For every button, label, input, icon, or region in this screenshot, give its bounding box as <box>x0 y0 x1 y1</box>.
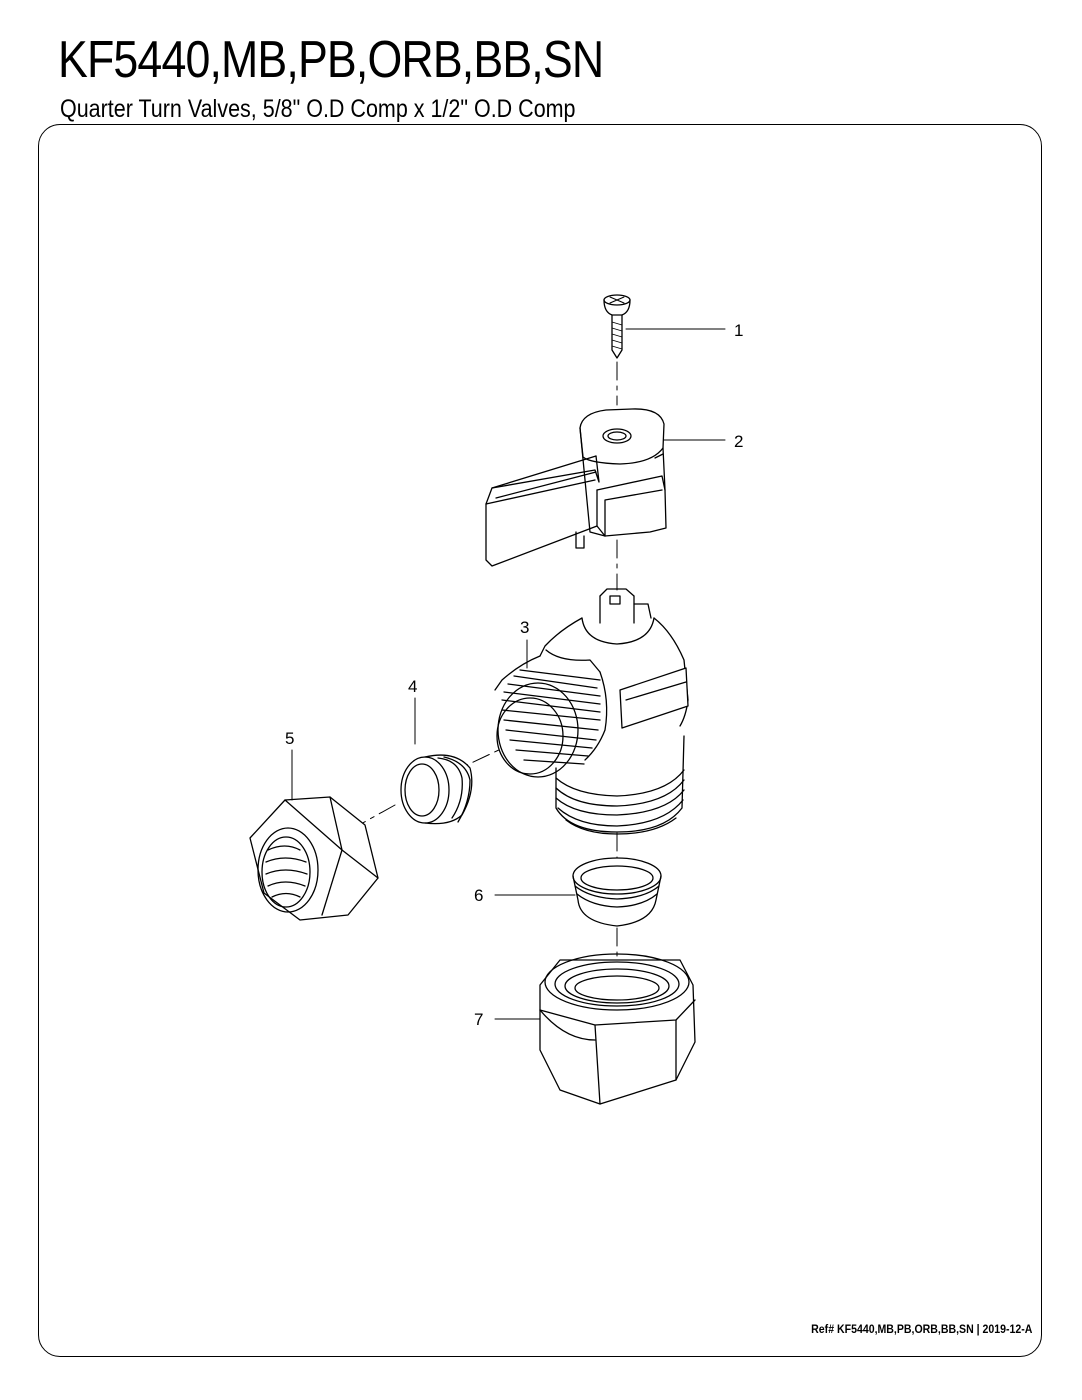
callout-3: 3 <box>520 618 529 637</box>
part-7-compression-nut <box>539 953 696 1105</box>
model-title: KF5440,MB,PB,ORB,BB,SN <box>58 31 604 89</box>
callout-7: 7 <box>474 1010 483 1029</box>
reference-footer: Ref# KF5440,MB,PB,ORB,BB,SN | 2019-12-A <box>810 1322 1032 1336</box>
part-5-compression-nut <box>249 796 379 921</box>
part-1-screw <box>603 294 631 359</box>
callout-1: 1 <box>734 321 743 340</box>
drawing-frame <box>38 124 1042 1357</box>
part-4-ferrule <box>400 754 473 825</box>
callout-4: 4 <box>408 677 417 696</box>
part-6-ferrule <box>572 857 662 927</box>
part-2-handle <box>485 408 667 567</box>
part-3-valve-body <box>494 588 689 835</box>
product-description: Quarter Turn Valves, 5/8" O.D Comp x 1/2… <box>60 95 576 123</box>
callout-numbers: 1 2 3 4 5 6 7 <box>285 321 743 1029</box>
callout-6: 6 <box>474 886 483 905</box>
leader-lines <box>291 328 726 1020</box>
callout-5: 5 <box>285 729 294 748</box>
callout-2: 2 <box>734 432 743 451</box>
